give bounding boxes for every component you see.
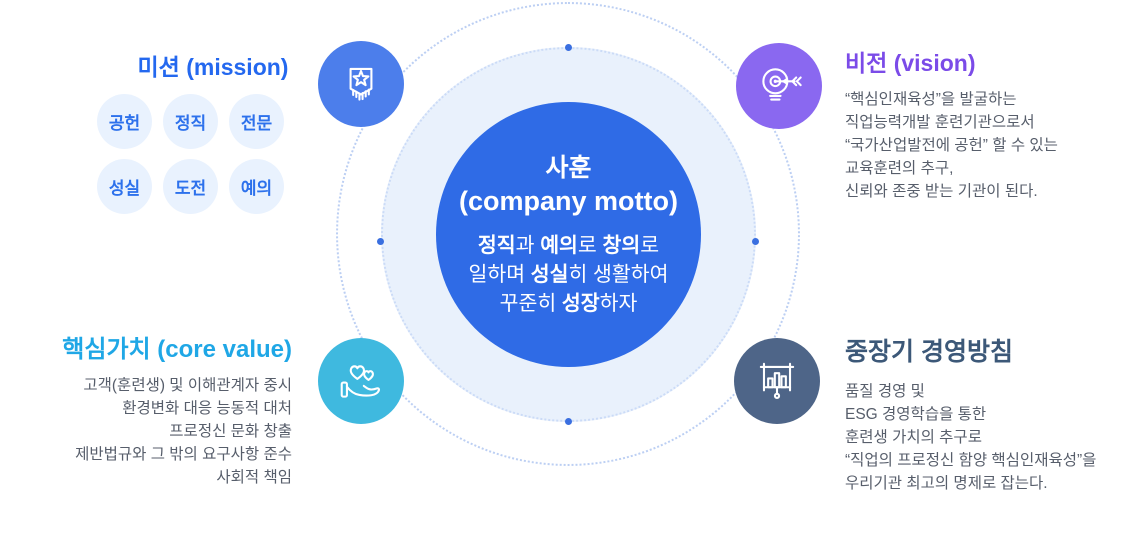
company-motto-circle: 사훈 (company motto) 정직과 예의로 창의로 일하며 성실히 생… — [436, 102, 701, 367]
core-value-line: 사회적 책임 — [216, 469, 292, 486]
mission-title: 미션 (mission) — [137, 54, 289, 80]
lightbulb-target-icon — [762, 68, 802, 101]
ring-dot-left — [377, 238, 384, 245]
outer-dashed-ring — [336, 2, 800, 466]
mission-value-chip: 공헌 — [97, 94, 152, 149]
badge-star-icon — [349, 67, 373, 101]
vision-text: “핵심인재육성”을 발굴하는 직업능력개발 훈련기관으로서 “국가산업발전에 공… — [845, 88, 1137, 203]
core-value-line: 고객(훈련생) 및 이해관계자 중시 — [83, 377, 292, 394]
ring-dot-right — [752, 238, 759, 245]
motto-subtitle: (company motto) — [459, 185, 678, 216]
hand-hearts-icon — [340, 365, 381, 398]
policy-line: 품질 경영 및 — [845, 383, 925, 400]
core-value-title: 핵심가치 (core value) — [62, 336, 292, 363]
policy-icon-circle — [734, 338, 820, 424]
ring-dot-top — [565, 44, 572, 51]
mission-value-chip: 도전 — [163, 159, 218, 214]
vision-line: “핵심인재육성”을 발굴하는 — [845, 91, 1017, 108]
core-value-line: 제반법규와 그 밖의 요구사항 준수 — [75, 446, 292, 463]
core-value-text: 고객(훈련생) 및 이해관계자 중시 환경변화 대응 능동적 대처 프로정신 문… — [0, 374, 292, 489]
core-value-section: 핵심가치 (core value) 고객(훈련생) 및 이해관계자 중시 환경변… — [0, 336, 292, 489]
motto-line: 정직과 예의로 창의로 — [477, 233, 660, 257]
vision-section: 비전 (vision) “핵심인재육성”을 발굴하는 직업능력개발 훈련기관으로… — [845, 50, 1137, 203]
presentation-chart-icon — [759, 362, 795, 400]
core-value-line: 프로정신 문화 창출 — [169, 423, 292, 440]
ring-dot-bottom — [565, 418, 572, 425]
policy-section: 중장기 경영방침 품질 경영 및 ESG 경영학습을 통한 훈련생 가치의 추구… — [845, 336, 1138, 495]
mission-icon-circle — [318, 41, 404, 127]
policy-text: 품질 경영 및 ESG 경영학습을 통한 훈련생 가치의 추구로 “직업의 프로… — [845, 380, 1138, 495]
mission-value-chip: 성실 — [97, 159, 152, 214]
mission-value-chip: 예의 — [229, 159, 284, 214]
vision-line: 직업능력개발 훈련기관으로서 — [845, 114, 1035, 131]
motto-line: 일하며 성실히 생활하여 — [468, 262, 669, 286]
mission-value-chip: 전문 — [229, 94, 284, 149]
policy-line: 우리기관 최고의 명제로 잡는다. — [845, 475, 1048, 492]
motto-title: 사훈 — [545, 153, 592, 182]
vision-title: 비전 (vision) — [845, 50, 976, 76]
core-value-line: 환경변화 대응 능동적 대처 — [122, 400, 292, 417]
mission-value-chip: 정직 — [163, 94, 218, 149]
vision-line: 신뢰와 존중 받는 기관이 된다. — [845, 183, 1038, 200]
policy-title: 중장기 경영방침 — [845, 338, 1013, 366]
mission-values-grid: 공헌 정직 전문 성실 도전 예의 — [97, 94, 284, 214]
vision-line: “국가산업발전에 공헌” 할 수 있는 — [845, 137, 1058, 154]
vision-line: 교육훈련의 추구, — [845, 160, 954, 177]
policy-line: 훈련생 가치의 추구로 — [845, 429, 982, 446]
motto-line: 꾸준히 성장하자 — [499, 291, 638, 315]
core-value-icon-circle — [318, 338, 404, 424]
policy-line: “직업의 프로정신 함양 핵심인재육성”을 — [845, 452, 1097, 469]
policy-line: ESG 경영학습을 통한 — [845, 406, 987, 423]
vision-icon-circle — [736, 43, 822, 129]
